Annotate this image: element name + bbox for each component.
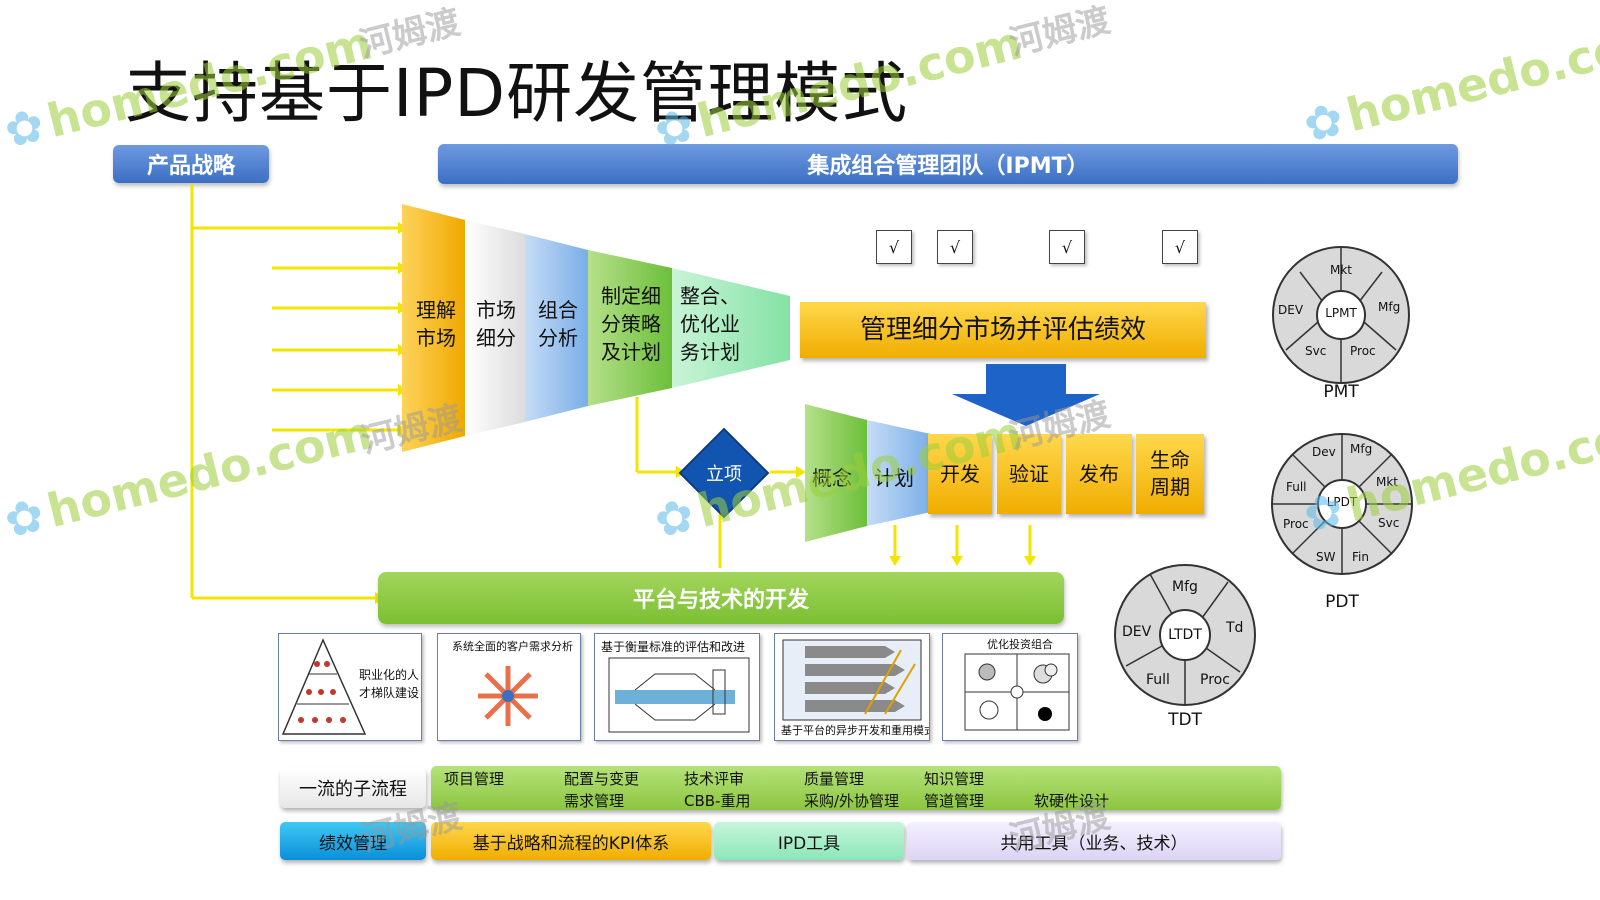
shared-tools-box: 共用工具（业务、技术） xyxy=(907,822,1281,860)
pyramid-icon xyxy=(281,638,367,735)
pmt-seg-svc: Svc xyxy=(1305,344,1327,358)
tdt-label: TDT xyxy=(1168,710,1202,730)
pdt-seg-fin: Fin xyxy=(1352,550,1369,564)
ipd-tools-box: IPD工具 xyxy=(714,822,904,860)
check-mark-2: √ xyxy=(937,230,973,264)
pdt-seg-sw: SW xyxy=(1316,550,1336,564)
funnel-label-3: 组合 分析 xyxy=(538,298,578,350)
phase-label-plan: 计划 xyxy=(874,466,914,490)
manage-market-bar: 管理细分市场并评估绩效 xyxy=(800,302,1206,358)
subprocess-item-config: 配置与变更 xyxy=(564,770,640,788)
tdt-center: LTDT xyxy=(1168,627,1202,643)
subprocess-item-review: 技术评审 xyxy=(684,770,745,788)
decision-diamond xyxy=(678,427,770,519)
thumb-requirements-caption: 系统全面的客户需求分析 xyxy=(452,640,573,653)
phase-plan xyxy=(867,420,931,526)
pdt-seg-svc: Svc xyxy=(1378,516,1400,530)
funnel-step-2 xyxy=(465,220,525,436)
pdt-seg-proc: Proc xyxy=(1283,517,1309,531)
check-mark-3: √ xyxy=(1049,230,1085,264)
pmt-seg-mkt: Mkt xyxy=(1330,263,1353,277)
pmt-seg-mfg: Mfg xyxy=(1378,300,1401,314)
phase-verify: 验证 xyxy=(997,434,1061,514)
thumb-requirements: 系统全面的客户需求分析 xyxy=(437,633,581,741)
kpi-system-box: 基于战略和流程的KPI体系 xyxy=(431,822,711,860)
check-mark-1: √ xyxy=(876,230,912,264)
pdt-seg-full: Full xyxy=(1286,480,1307,494)
pdt-seg-mfg: Mfg xyxy=(1350,442,1373,456)
phase-label-concept: 概念 xyxy=(812,466,852,490)
thumb-portfolio: 优化投资组合 xyxy=(942,633,1078,741)
funnel-step-1 xyxy=(402,204,465,452)
funnel-step-4 xyxy=(588,250,672,406)
subprocess-item-purchase: 采购/外协管理 xyxy=(804,792,900,810)
phase-lifecycle: 生命 周期 xyxy=(1136,434,1204,514)
funnel-label-4: 制定细 分策略 及计划 xyxy=(601,284,661,364)
pdt-label: PDT xyxy=(1325,592,1359,612)
platform-bar: 平台与技术的开发 xyxy=(378,572,1064,624)
pmt-center: LPMT xyxy=(1325,306,1357,320)
thumb-evaluation-caption: 基于衡量标准的评估和改进 xyxy=(601,640,746,654)
page-title: 支持基于IPD研发管理模式 xyxy=(125,55,909,132)
product-strategy-bar: 产品战略 xyxy=(113,145,269,183)
pdt-seg-mkt: Mkt xyxy=(1376,475,1399,489)
funnel-label-2: 市场 细分 xyxy=(476,298,516,350)
pmt-seg-dev: DEV xyxy=(1278,303,1304,317)
thumb-talent-caption: 职业化的人 才梯队建设 xyxy=(359,668,420,700)
subprocess-item-project: 项目管理 xyxy=(444,770,505,788)
tdt-seg-mfg: Mfg xyxy=(1172,579,1198,595)
subprocess-items-bar xyxy=(431,766,1281,810)
funnel-step-5 xyxy=(672,268,790,388)
thumb-platform: 基于平台的异步开发和重用模式 xyxy=(774,633,930,741)
tdt-seg-td: Td xyxy=(1226,620,1244,636)
ipmt-bar: 集成组合管理团队（IPMT） xyxy=(438,144,1458,184)
subprocess-item-req: 需求管理 xyxy=(564,792,625,810)
arrows-chart-icon xyxy=(782,639,922,721)
perf-management-box: 绩效管理 xyxy=(280,822,426,860)
tdt-circle xyxy=(1114,564,1256,706)
thumb-portfolio-caption: 优化投资组合 xyxy=(987,638,1053,651)
tdt-seg-dev: DEV xyxy=(1122,624,1152,640)
thumb-talent: 职业化的人 才梯队建设 xyxy=(278,633,422,741)
subprocess-item-pipeline: 管道管理 xyxy=(924,792,985,810)
funnel-step-3 xyxy=(525,234,588,422)
thumb-platform-caption: 基于平台的异步开发和重用模式 xyxy=(781,724,930,737)
phase-develop: 开发 xyxy=(928,434,992,514)
pdt-seg-dev: Dev xyxy=(1312,445,1336,459)
subprocess-item-design: 软硬件设计 xyxy=(1034,792,1110,810)
tdt-seg-proc: Proc xyxy=(1200,672,1230,688)
pmt-circle xyxy=(1272,246,1410,384)
subprocess-item-cbb: CBB-重用 xyxy=(684,792,751,810)
process-chart-icon xyxy=(608,657,750,733)
subprocess-label-box: 一流的子流程 xyxy=(280,768,426,808)
check-mark-4: √ xyxy=(1162,230,1198,264)
funnel-label-1: 理解 市场 xyxy=(416,298,456,350)
subprocess-item-knowledge: 知识管理 xyxy=(924,770,985,788)
pmt-seg-proc: Proc xyxy=(1350,344,1376,358)
thumb-evaluation: 基于衡量标准的评估和改进 xyxy=(594,633,760,741)
tdt-seg-full: Full xyxy=(1146,672,1170,688)
star-icon xyxy=(478,666,538,726)
pdt-circle xyxy=(1271,433,1413,575)
down-arrow-icon xyxy=(952,364,1100,426)
phase-funnel xyxy=(805,404,931,542)
subprocess-item-quality: 质量管理 xyxy=(804,770,865,788)
decision-label: 立项 xyxy=(706,464,742,485)
pdt-center: LPDT xyxy=(1326,495,1358,509)
pmt-label: PMT xyxy=(1323,382,1359,402)
funnel-label-5: 整合、 优化业 务计划 xyxy=(680,284,740,364)
phase-concept xyxy=(805,404,867,542)
strategy-funnel xyxy=(402,204,790,452)
portfolio-matrix-icon xyxy=(964,653,1070,731)
phase-release: 发布 xyxy=(1066,434,1132,514)
